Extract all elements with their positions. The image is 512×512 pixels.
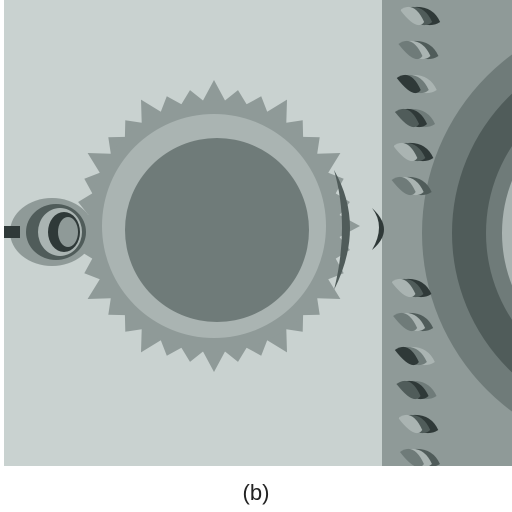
swirl-shape xyxy=(396,74,421,94)
swirl-shape xyxy=(393,142,418,162)
swirl-shape xyxy=(396,380,421,400)
main-bulb xyxy=(68,80,360,372)
figure-caption: (b) xyxy=(242,480,270,505)
right-region xyxy=(382,0,512,466)
swirl-shape xyxy=(398,40,423,60)
swirl-shape xyxy=(399,449,424,466)
swirl-shape xyxy=(395,108,420,128)
junction xyxy=(372,208,384,250)
left-bulb xyxy=(4,198,94,266)
swirl-shape xyxy=(391,176,416,196)
swirl-shape xyxy=(393,312,418,332)
swirl-shape xyxy=(391,278,416,298)
boundary-swirls xyxy=(391,6,441,466)
swirl-shape xyxy=(398,414,423,434)
fractal-image xyxy=(4,0,512,466)
swirl-shape xyxy=(394,346,419,366)
swirl-shape xyxy=(400,6,425,26)
